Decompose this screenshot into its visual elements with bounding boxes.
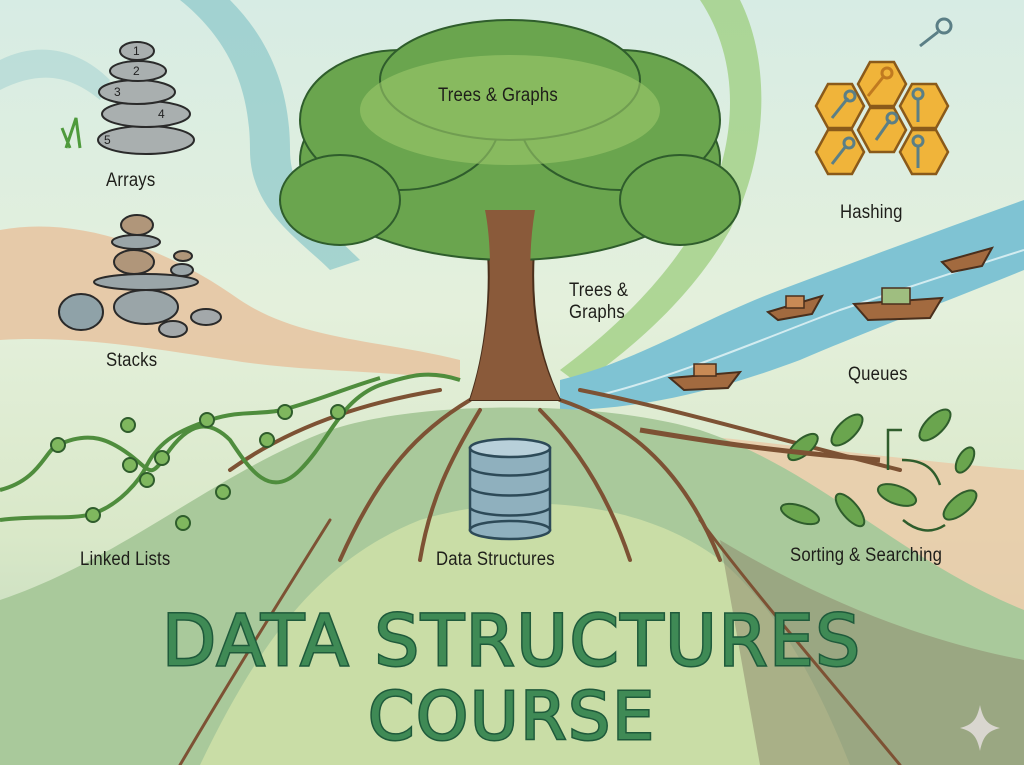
topic-label-stacks: Stacks — [106, 350, 158, 371]
boat-3 — [851, 287, 944, 322]
topic-label-linked-lists: Linked Lists — [80, 549, 171, 570]
topic-label-sorting-searching: Sorting & Searching — [790, 545, 943, 566]
svg-text:5: 5 — [104, 133, 111, 147]
sorting-leaves — [780, 408, 978, 528]
vines — [0, 372, 461, 522]
course-title-line1: DATA STRUCTURES — [161, 599, 862, 684]
svg-text:1: 1 — [133, 44, 140, 58]
svg-text:3: 3 — [114, 85, 121, 99]
array-stones — [97, 41, 195, 155]
svg-text:2: 2 — [133, 64, 140, 78]
topic-label-arrays: Arrays — [106, 170, 156, 191]
boat-2 — [765, 294, 825, 322]
stack-cairn — [58, 214, 222, 338]
topic-label-hashing: Hashing — [840, 202, 903, 223]
svg-text:4: 4 — [158, 107, 165, 121]
boat-1 — [667, 363, 743, 392]
topic-label-queues: Queues — [848, 364, 908, 385]
topic-label-data-structures: Data Structures — [436, 549, 555, 570]
database-cylinder — [468, 437, 552, 541]
course-title-line2: COURSE — [367, 677, 656, 757]
sparkle-icon — [960, 705, 1000, 751]
boat-4 — [940, 246, 995, 274]
topic-label-trees-graphs-side: Trees & Graphs — [569, 280, 629, 323]
topic-label-trees-graphs-top: Trees & Graphs — [438, 85, 558, 106]
